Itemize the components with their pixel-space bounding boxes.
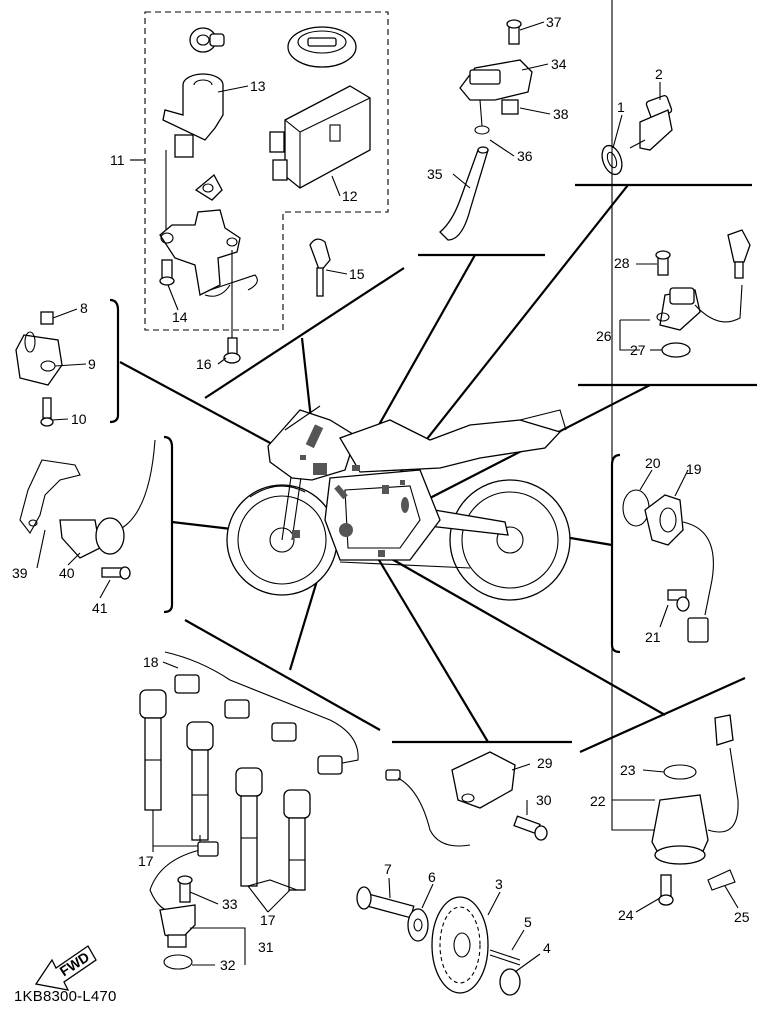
pressure-sender xyxy=(149,841,219,970)
callout-19: 19 xyxy=(686,461,702,477)
callout-31: 31 xyxy=(258,939,274,955)
oil-level-sensor xyxy=(651,714,739,906)
callout-40: 40 xyxy=(59,565,75,581)
temperature-sensor xyxy=(601,94,673,176)
neutral-sensor xyxy=(655,229,751,358)
throttle-sensor xyxy=(15,311,63,427)
callout-17a: 17 xyxy=(138,853,154,869)
callout-1: 1 xyxy=(617,99,625,115)
callout-25: 25 xyxy=(734,909,750,925)
callout-3: 3 xyxy=(495,876,503,892)
callout-41: 41 xyxy=(92,600,108,616)
air-pressure-sensor xyxy=(439,19,533,241)
callout-16: 16 xyxy=(196,356,212,372)
callout-2: 2 xyxy=(655,66,663,82)
callout-32: 32 xyxy=(220,957,236,973)
callout-35: 35 xyxy=(427,166,443,182)
callout-labels: 1 2 3 4 5 6 7 8 9 10 11 12 13 14 15 16 1… xyxy=(12,14,750,973)
oxygen-sensor xyxy=(622,489,714,643)
callout-38: 38 xyxy=(553,106,569,122)
callout-18: 18 xyxy=(143,654,159,670)
lock-set xyxy=(159,26,371,364)
callout-22: 22 xyxy=(590,793,606,809)
callout-28: 28 xyxy=(614,255,630,271)
motorcycle xyxy=(226,405,571,601)
callout-26: 26 xyxy=(596,328,612,344)
callout-10: 10 xyxy=(71,411,87,427)
callout-4: 4 xyxy=(543,940,551,956)
gear-position-switch xyxy=(385,751,548,847)
callout-21: 21 xyxy=(645,629,661,645)
callout-24: 24 xyxy=(618,907,634,923)
callout-37: 37 xyxy=(546,14,562,30)
callout-11: 11 xyxy=(110,152,125,168)
callout-8: 8 xyxy=(80,300,88,316)
callout-leaders xyxy=(36,0,739,973)
callout-33: 33 xyxy=(222,896,238,912)
diagram-code: 1KB8300-L470 xyxy=(14,988,117,1005)
callout-17b: 17 xyxy=(260,912,276,928)
crank-sensor xyxy=(19,439,156,580)
callout-5: 5 xyxy=(524,914,532,930)
callout-39: 39 xyxy=(12,565,28,581)
callout-20: 20 xyxy=(645,455,661,471)
oil-pump-gear xyxy=(356,886,521,996)
callout-23: 23 xyxy=(620,762,636,778)
callout-12: 12 xyxy=(342,188,358,204)
callout-7: 7 xyxy=(384,861,392,877)
callout-15: 15 xyxy=(349,266,365,282)
callout-27: 27 xyxy=(630,342,646,358)
ignition-coils xyxy=(139,651,359,891)
callout-9: 9 xyxy=(88,356,96,372)
callout-36: 36 xyxy=(517,148,533,164)
callout-13: 13 xyxy=(250,78,266,94)
callout-34: 34 xyxy=(551,56,567,72)
callout-30: 30 xyxy=(536,792,552,808)
callout-14: 14 xyxy=(172,309,188,325)
fwd-arrow: FWD xyxy=(34,945,97,991)
callout-29: 29 xyxy=(537,755,553,771)
callout-6: 6 xyxy=(428,869,436,885)
